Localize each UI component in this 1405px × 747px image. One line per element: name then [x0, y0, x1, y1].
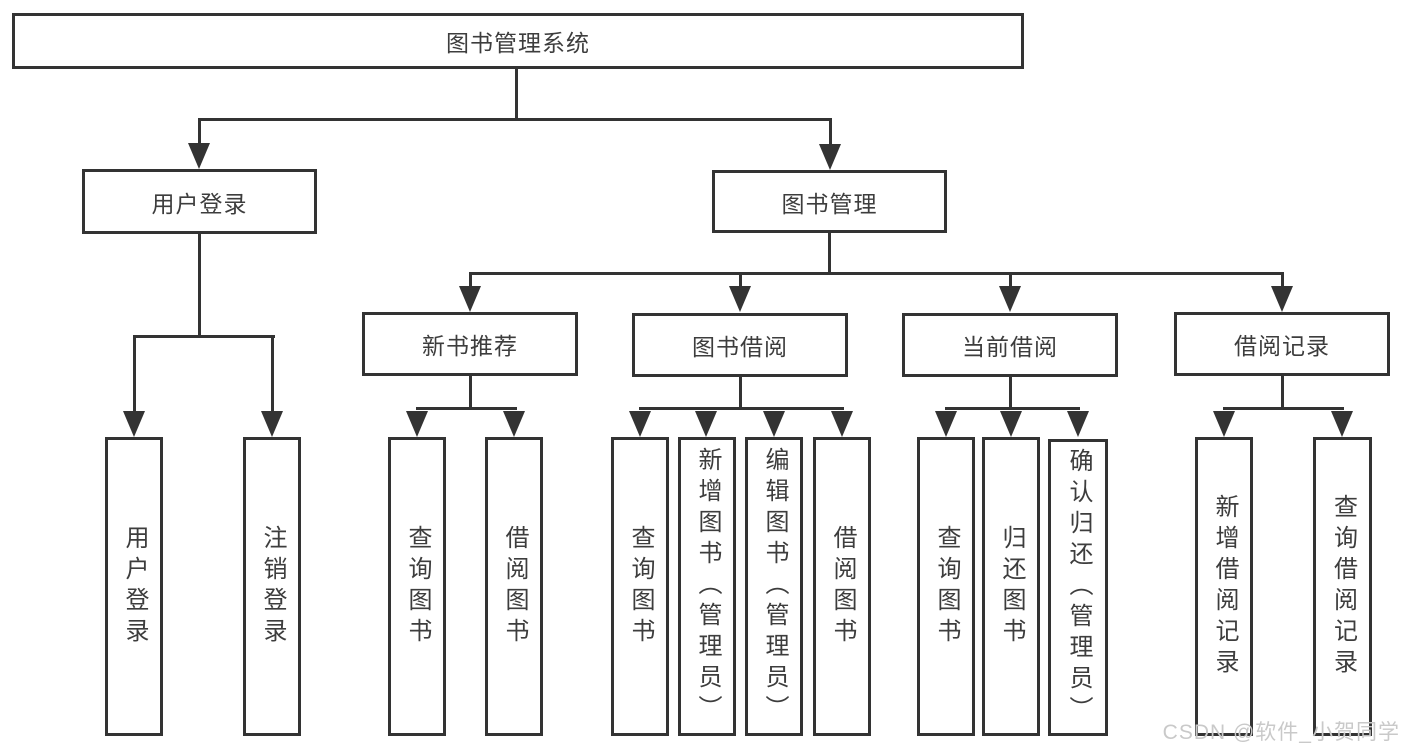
connector-stem-book-management: [829, 120, 832, 150]
node-new-book-recommend: 新书推荐: [362, 312, 578, 376]
arrowhead-to-confirm-return: [1067, 411, 1089, 437]
connector-stem-login-leaf: [133, 337, 136, 415]
connector-stem-borrow-records: [1281, 274, 1284, 290]
arrowhead-to-borrow-book-1: [503, 411, 525, 437]
connector-bookborrow-vertical: [739, 377, 742, 409]
node-borrow-book-borrow: 借阅图书: [813, 437, 871, 736]
connector-newbook-vertical: [469, 376, 472, 409]
node-label: 新书推荐: [422, 333, 518, 359]
arrowhead-to-query-book-2: [629, 411, 651, 437]
node-label: 归还图书: [998, 524, 1025, 649]
node-edit-book-admin: 编辑图书（管理员）: [745, 437, 803, 736]
node-current-borrow: 当前借阅: [902, 313, 1118, 377]
node-borrow-book-newbook: 借阅图书: [485, 437, 543, 736]
arrowhead-to-book-borrow: [729, 286, 751, 312]
node-user-login: 用户登录: [82, 169, 317, 234]
node-label: 编辑图书（管理员）: [761, 447, 788, 726]
arrowhead-to-borrow-records: [1271, 286, 1293, 312]
arrowhead-to-logout-leaf: [261, 411, 283, 437]
node-user-login-action: 用户登录: [105, 437, 163, 736]
connector-root-vertical: [515, 69, 518, 120]
node-label: 查询图书: [404, 524, 431, 649]
node-label: 图书管理系统: [446, 30, 590, 56]
node-return-book: 归还图书: [982, 437, 1040, 736]
connector-stem-current-borrow: [1009, 274, 1012, 290]
connector-userlogin-vertical: [198, 234, 201, 337]
node-label: 查询图书: [627, 524, 654, 649]
node-label: 借阅记录: [1234, 333, 1330, 359]
arrowhead-to-user-login: [188, 143, 210, 169]
node-query-book-current: 查询图书: [917, 437, 975, 736]
node-label: 借阅图书: [501, 524, 528, 649]
node-label: 图书借阅: [692, 334, 788, 360]
node-book-borrow: 图书借阅: [632, 313, 848, 377]
arrowhead-to-current-borrow: [999, 286, 1021, 312]
connector-stem-new-book: [469, 274, 472, 290]
connector-stem-logout-leaf: [271, 337, 274, 415]
connector-newbook-horizontal: [416, 407, 517, 410]
arrowhead-to-return-book: [1000, 411, 1022, 437]
node-query-book-newbook: 查询图书: [388, 437, 446, 736]
connector-currentborrow-horizontal: [945, 407, 1080, 410]
arrowhead-to-book-management: [819, 144, 841, 170]
connector-bookborrow-horizontal: [639, 407, 844, 410]
node-label: 新增图书（管理员）: [694, 447, 721, 726]
node-label: 借阅图书: [829, 524, 856, 649]
connector-currentborrow-vertical: [1009, 377, 1012, 409]
node-query-book-borrow: 查询图书: [611, 437, 669, 736]
node-label: 用户登录: [151, 190, 248, 217]
arrowhead-to-add-borrow-record: [1213, 411, 1235, 437]
connector-borrowrecords-horizontal: [1223, 407, 1344, 410]
connector-bookmgmt-vertical: [828, 233, 831, 274]
connector-bookmgmt-horizontal: [469, 272, 1284, 275]
arrowhead-to-login-leaf: [123, 411, 145, 437]
node-borrow-records: 借阅记录: [1174, 312, 1390, 376]
node-label: 确认归还（管理员）: [1065, 448, 1092, 727]
node-label: 用户登录: [121, 524, 148, 649]
node-label: 查询借阅记录: [1329, 493, 1357, 680]
node-book-management: 图书管理: [712, 170, 947, 233]
arrowhead-to-query-book-1: [406, 411, 428, 437]
node-add-borrow-record: 新增借阅记录: [1195, 437, 1253, 736]
connector-userlogin-horizontal: [133, 335, 275, 338]
connector-borrowrecords-vertical: [1281, 376, 1284, 409]
connector-root-horizontal: [198, 118, 832, 121]
node-label: 当前借阅: [962, 334, 1058, 360]
arrowhead-to-new-book: [459, 286, 481, 312]
node-add-book-admin: 新增图书（管理员）: [678, 437, 736, 736]
connector-stem-user-login: [198, 120, 201, 150]
connector-stem-book-borrow: [739, 274, 742, 290]
arrowhead-to-borrow-book-2: [831, 411, 853, 437]
arrowhead-to-query-borrow-record: [1331, 411, 1353, 437]
node-library-management-system: 图书管理系统: [12, 13, 1024, 69]
arrowhead-to-add-book: [695, 411, 717, 437]
node-confirm-return-admin: 确认归还（管理员）: [1048, 439, 1108, 736]
node-label: 新增借阅记录: [1211, 493, 1238, 680]
arrowhead-to-edit-book: [763, 411, 785, 437]
node-logout-action: 注销登录: [243, 437, 301, 736]
node-query-borrow-record: 查询借阅记录: [1313, 437, 1372, 736]
node-label: 注销登录: [259, 524, 286, 649]
csdn-watermark: CSDN @软件_小贺同学: [1162, 721, 1400, 744]
node-label: 图书管理: [781, 190, 878, 217]
node-label: 查询图书: [933, 524, 960, 649]
arrowhead-to-query-book-3: [935, 411, 957, 437]
